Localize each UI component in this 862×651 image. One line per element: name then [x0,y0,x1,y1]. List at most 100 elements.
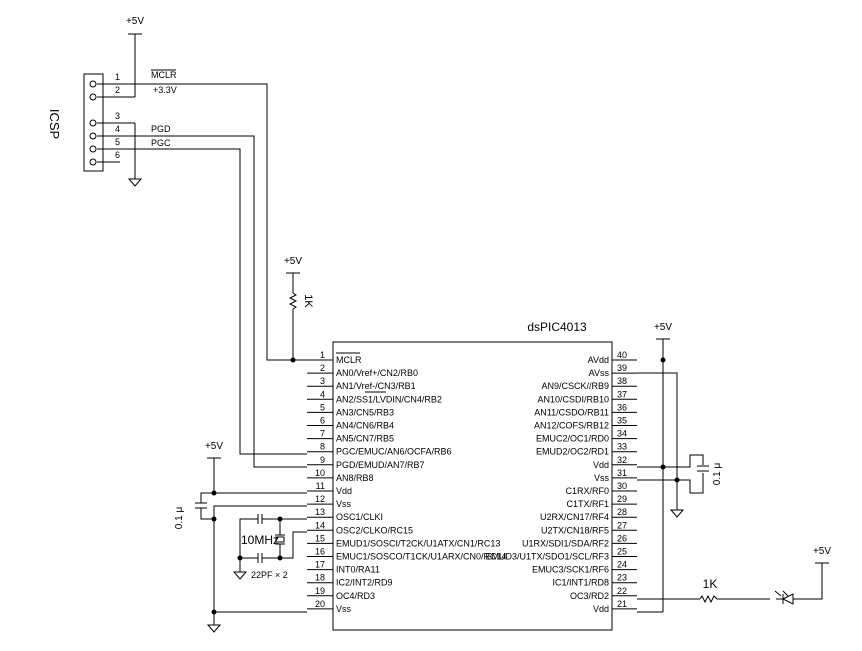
junction-dot [290,357,296,363]
chip-pin-name: PGD/EMUD/AN7/RB7 [336,460,425,470]
chip-pin-number: 32 [617,455,627,465]
chip-pin-number: 28 [617,507,627,517]
crystal-icon [275,536,285,543]
chip-pin-name: AVss [589,368,610,378]
mclr-pullup: +5V 1K [284,256,314,363]
chip-pin-name: MCLR [336,355,362,365]
chip-pin-number: 21 [617,599,627,609]
right-cap-value: 0.1 μ [712,463,723,486]
chip-pin-number: 24 [617,560,627,570]
led-icon [774,590,794,605]
chip-pin-number: 38 [617,376,627,386]
chip-pin-number: 22 [617,586,627,596]
right-supply-label: +5V [654,322,672,333]
chip-pin-name: INT0/RA11 [336,565,380,575]
chip-pin-name: AN10/CSDI/RB10 [537,394,609,404]
chip-pin-number: 10 [315,468,325,478]
chip-pin-number: 25 [617,547,627,557]
chip-pin-name: AN2/SS1/LVDIN/CN4/RB2 [336,394,442,404]
chip-pin-name: EMUC1/SOSCO/T1CK/U1ARX/CN0/RC14 [336,552,507,562]
icsp-pin-number: 4 [115,124,120,134]
icsp-pin-1 [89,80,97,88]
icsp-supply: +5V [97,16,144,98]
pgd-wire [97,135,307,468]
chip-pin-name: C1RX/RF0 [565,486,609,496]
icsp-pin-3 [89,119,97,127]
crystal-frequency: 10MHz [241,533,279,547]
chip-pin-name: C1TX/RF1 [566,499,609,509]
chip-pin-number: 3 [320,376,325,386]
chip-pin-number: 30 [617,481,627,491]
icsp-pin-number: 5 [115,137,120,147]
wire [793,563,823,600]
left-supply: +5V 0.1 μ [174,441,307,633]
chip-body [332,341,613,631]
chip-pin-name: AN12/COFS/RB12 [534,421,609,431]
pgc-wire [97,148,307,455]
chip-pin-name: AN4/CN6/RB4 [336,421,394,431]
chip-pin-number: 19 [315,586,325,596]
chip-pin-number: 33 [617,442,627,452]
chip-pin-number: 35 [617,416,627,426]
icsp-pin-number: 3 [115,111,120,121]
icsp-label: ICSP [47,109,62,139]
chip-pin-name: AN3/CN5/RB3 [336,407,394,417]
icsp-pin-number: 2 [115,85,120,95]
crystal-circuit: 10MHz 22PF × 2 [232,514,307,580]
wire [200,492,214,503]
vss-wire [213,505,307,625]
resistor-icon [699,594,718,604]
icsp-supply-label: +5V [126,16,144,27]
mclr-wire [97,83,333,361]
junction-dot [211,516,217,522]
icsp-pin-4 [89,132,97,140]
chip-pin-number: 1 [320,350,325,360]
chip-pin-number: 31 [617,468,627,478]
wire [280,531,307,559]
chip-pin-number: 11 [316,481,325,491]
chip-pin-number: 27 [617,520,627,530]
icsp-pin-2 [89,93,97,101]
icsp-ground [97,122,143,187]
chip-pin-number: 8 [320,442,325,452]
wire [637,454,704,468]
chip-pin-name: AN0/Vref+/CN2/RB0 [336,368,418,378]
chip-pin-name: Vss [594,473,610,483]
chip-pin-number: 36 [617,402,627,412]
right-pins: 40AVdd39AVss38AN9/CSCK//RB937AN10/CSDI/R… [485,350,637,614]
chip-pin-number: 37 [617,389,627,399]
chip-pin-number: 18 [315,573,325,583]
mclr-signal-label: MCLR [151,70,177,80]
ground-icon [127,178,143,187]
chip-pin-name: AN8/RB8 [336,473,374,483]
chip-pin-name: U2RX/CN17/RF4 [540,512,609,522]
chip-pin-name: OSC1/CLKI [336,512,383,522]
chip-pin-name: AVdd [588,355,609,365]
chip-pin-name: AN5/CN7/RB5 [336,434,394,444]
chip-pin-number: 9 [320,455,325,465]
chip-pin-number: 2 [320,363,325,373]
led-circuit: 1K +5V [637,546,831,605]
ground-icon [669,509,685,518]
chip-pin-name: AN9/CSCK//RB9 [541,381,609,391]
chip-pin-number: 29 [617,494,627,504]
chip-pin-name: Vdd [336,486,352,496]
icsp-pin-number: 1 [115,72,120,82]
chip-pin-number: 40 [617,350,627,360]
chip-pin-number: 23 [617,573,627,583]
chip-pin-name: EMUC3/SCK1/RF6 [532,565,609,575]
pullup-value: 1K [302,294,314,308]
chip-pin-name: EMUC2/OC1/RD0 [536,434,609,444]
chip-pin-number: 14 [315,520,325,530]
pgd-signal-label: PGD [151,124,171,134]
avss-wire [637,372,678,510]
chip-pin-number: 12 [315,494,325,504]
chip-pin-number: 7 [320,429,325,439]
chip-pin-name: AN1/Vref-/CN3/RB1 [336,381,416,391]
junction-dot [660,357,666,363]
chip-pin-number: 4 [320,389,325,399]
chip-pin-name: OC3/RD2 [570,591,609,601]
